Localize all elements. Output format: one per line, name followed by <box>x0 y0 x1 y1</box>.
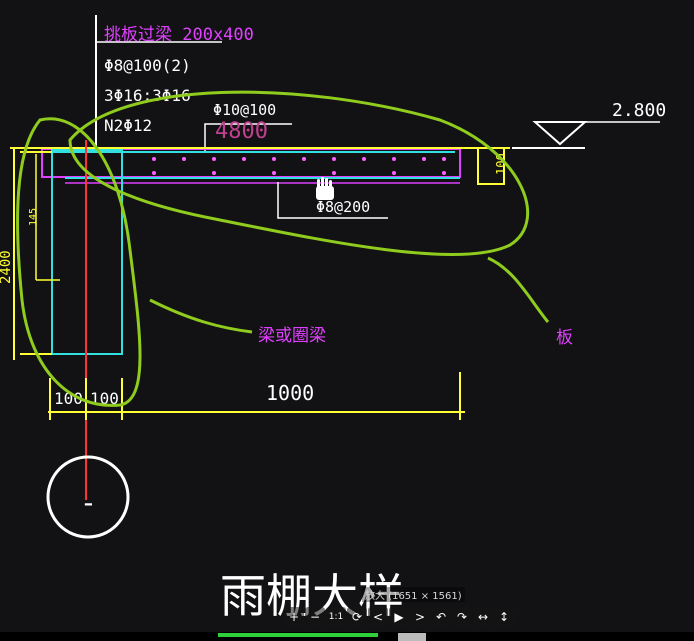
beam-markup-leader <box>149 298 253 334</box>
slab-markup-loop <box>68 90 529 256</box>
rotate-right-icon[interactable]: ↷ <box>452 607 472 627</box>
elevation-label: 2.800 <box>612 100 666 121</box>
image-viewer-toolbar: + − 1:1 ⟳ < ▶ > ↶ ↷ ↔ ↕ <box>284 604 540 630</box>
elevation-triangle <box>532 121 588 146</box>
beam-height-label: 2400 <box>0 250 14 284</box>
actual-size-icon[interactable]: 1:1 <box>326 607 346 627</box>
flip-vertical-icon[interactable]: ↕ <box>494 607 514 627</box>
rotate-left-icon[interactable]: ↶ <box>431 607 451 627</box>
distribution-bars <box>152 157 446 175</box>
zoom-out-icon[interactable]: − <box>305 607 325 627</box>
thumbnail-strip-handle[interactable] <box>398 633 426 641</box>
bottom-rebar-label: Φ8@200 <box>316 198 370 216</box>
spec-line-side-bars: N2Φ12 <box>104 116 152 135</box>
previous-icon[interactable]: < <box>368 607 388 627</box>
slab-markup-leader <box>487 256 550 323</box>
detail-bubble <box>46 455 130 539</box>
detail-number: - <box>80 486 97 519</box>
slab-length-label: 4800 <box>215 119 268 144</box>
flip-horizontal-icon[interactable]: ↔ <box>473 607 493 627</box>
slab-thickness-label: 100 <box>494 153 508 175</box>
next-icon[interactable]: > <box>410 607 430 627</box>
beam-markup-loop <box>16 117 142 407</box>
annotation-slab: 板 <box>556 328 573 348</box>
spec-line-stirrup: Φ8@100(2) <box>104 56 191 75</box>
top-rebar-label: Φ10@100 <box>213 101 276 119</box>
slab-spec-title: 挑板过梁 200x400 <box>104 25 254 45</box>
top-rebar-leader <box>204 123 292 152</box>
image-size-caption: 放大 (1651 × 1561) <box>362 587 465 602</box>
spec-line-main-bars: 3Φ16;3Φ16 <box>104 86 191 105</box>
cantilever-length-label: 1000 <box>266 381 314 405</box>
inner-height-label: 145 <box>28 208 39 226</box>
zoom-in-icon[interactable]: + <box>284 607 304 627</box>
hand-cursor-icon <box>316 177 334 200</box>
bottom-rebar-leader <box>277 182 388 219</box>
rotate-fit-icon[interactable]: ⟳ <box>347 607 367 627</box>
play-icon[interactable]: ▶ <box>389 607 409 627</box>
slideshow-progress-fill <box>218 633 378 637</box>
beam-width-left-label: 100 <box>54 389 83 408</box>
annotation-beam: 梁或圈梁 <box>258 326 326 346</box>
